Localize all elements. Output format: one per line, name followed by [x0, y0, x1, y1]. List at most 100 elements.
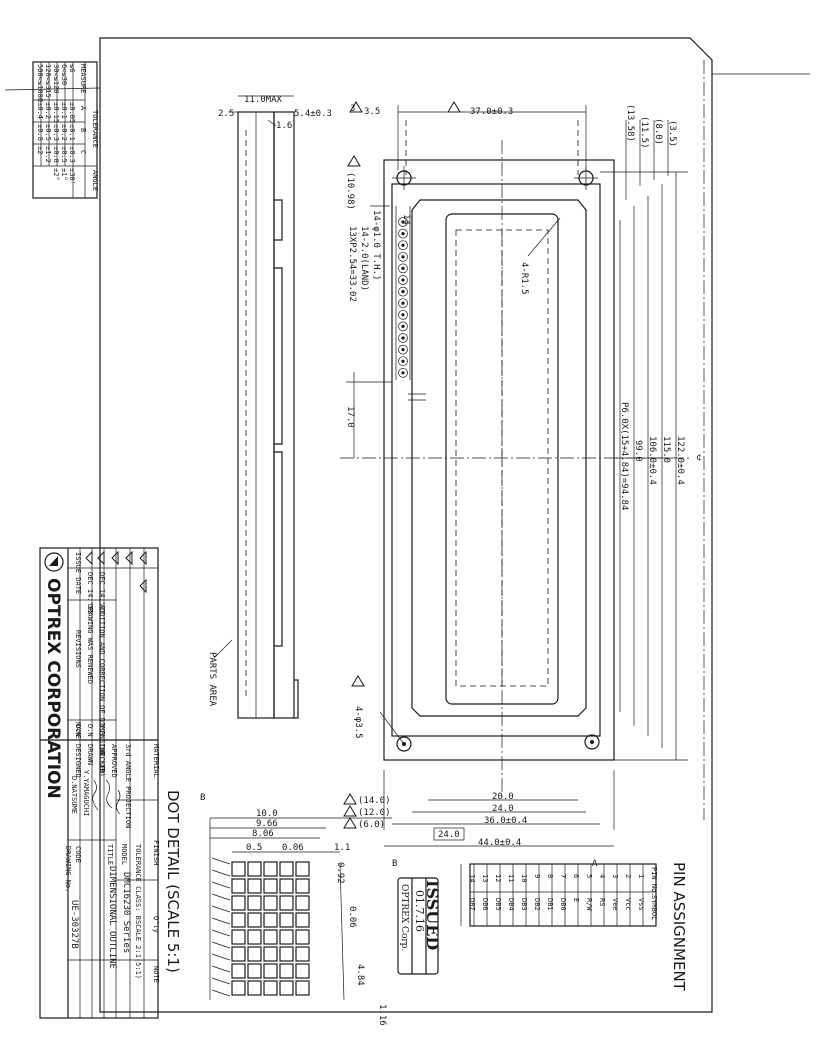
tol-c: ±1.2	[44, 146, 52, 163]
pin-symbol: DB7	[468, 898, 476, 911]
pin-number: 13	[481, 874, 489, 882]
pin-number: 2	[624, 874, 632, 878]
tol-a: ±0.4	[36, 102, 44, 119]
dot-cell	[247, 895, 262, 911]
tolerance-angle-label: ANGLE	[91, 170, 99, 191]
pin-land	[398, 263, 408, 274]
hole-dia-label: 14-φ1.0 T.H.)	[371, 210, 381, 280]
tol-c: ±0.5	[60, 146, 68, 163]
pin-symbol: DB1	[546, 898, 554, 911]
dot-leader	[211, 953, 231, 961]
dot-dim-8-06: 8.06	[252, 829, 274, 839]
projection-label: 3rd ANGLE PROJECTION	[124, 744, 132, 828]
drawing-no-label: DRAWING No.	[64, 846, 72, 892]
dot-cell	[231, 946, 246, 962]
pin-land	[398, 344, 408, 355]
dot-cell	[263, 946, 278, 962]
code-label: CODE	[74, 846, 82, 863]
pin-hole	[401, 255, 405, 259]
rev-2-desc: DRAWING WAS RENEWED	[86, 604, 94, 684]
tolerance-measure-header: MEASURE	[79, 64, 87, 94]
dot-cell	[231, 980, 246, 996]
tol-range: 120<≤315	[44, 64, 52, 98]
dot-cell	[263, 929, 278, 945]
tol-c: ±0.8	[52, 146, 60, 163]
pin-land	[398, 321, 408, 332]
dot-cell	[295, 878, 310, 894]
dim-8: (8.0)	[653, 118, 663, 145]
title-label: TITLE	[106, 844, 114, 865]
dot-detail: 10.0 9.66 8.06 0.5 0.06 1.1 B 0.92 0.06 …	[164, 790, 392, 1026]
dot-cell	[295, 895, 310, 911]
drawing-number: UE-30327B	[69, 900, 79, 949]
tol-range: 500<≤1000	[36, 64, 44, 102]
pin-hole	[401, 336, 405, 340]
finish-label: FINISH	[152, 840, 160, 865]
dim-5-4: 5.4±0.3	[294, 109, 332, 119]
tol-a: ±0.1	[60, 102, 68, 119]
tolerance-angle-values: ±1°	[60, 168, 68, 181]
rev-3-desc: ADDITION AND CORRECTION OF DIMENSION (XB…	[98, 604, 106, 777]
material-label: MATERIAL	[152, 744, 160, 778]
pin-no-header: PIN No.	[650, 867, 658, 897]
tol-c: ±0.3	[68, 146, 76, 163]
pin-symbol: RS	[598, 898, 606, 906]
issue-date-label: ISSUE DATE	[74, 552, 82, 594]
tol-a: ±0.15	[52, 102, 60, 123]
dim-106: 106.0±0.4	[647, 436, 657, 485]
stamp-date: 01.7.16	[413, 890, 426, 932]
pin-assignment: PIN ASSIGNMENT PIN No.SYMBOL1Vss2Vcc3Vee…	[460, 862, 688, 992]
pin-hole	[401, 301, 405, 305]
dot-cell	[247, 929, 262, 945]
sheet-border	[4, 37, 810, 1013]
pin-hole	[401, 243, 405, 247]
tol-b: ±0.5	[44, 124, 52, 141]
name-label: NAME	[74, 722, 82, 739]
pin-land	[398, 240, 408, 251]
tolerance-title: TOLERANCE	[91, 110, 99, 148]
dot-cell	[231, 912, 246, 928]
pin-symbol: R/W	[585, 898, 593, 911]
dot-cell	[279, 980, 294, 996]
rev-3-date: DEC 14.'92	[98, 572, 106, 614]
pin-hole	[401, 324, 405, 328]
dim-6: (6.0)	[358, 820, 385, 830]
dot-cell	[295, 980, 310, 996]
dim-pitch-94: P6.0X(15+4.84)=94.84	[619, 402, 629, 510]
pin-hole	[401, 278, 405, 282]
model-value: DMC16230 Series	[121, 872, 131, 953]
dot-cell	[295, 963, 310, 979]
dim-11-5: (11.5)	[639, 116, 649, 149]
pin-number: 14	[468, 874, 476, 882]
dot-leader	[211, 917, 231, 925]
pin-land	[398, 251, 408, 262]
dot-dim-4-84: 4.84	[355, 964, 365, 986]
pin-number: 3	[611, 874, 619, 878]
dot-leader	[211, 989, 231, 997]
dim-10-98: (10.98)	[345, 172, 355, 210]
tolerance-class: TOLERANCE CLASS: B	[134, 844, 142, 920]
bottom-dimensions: (14.0) (12.0) (6.0) 20.0 24.0 36.0±0.4 2…	[343, 770, 615, 869]
pin-hole	[401, 266, 405, 270]
pin-number: 12	[494, 874, 502, 882]
centre-mark: ¢	[696, 453, 701, 463]
pin-hole	[401, 359, 405, 363]
dot-cell	[279, 895, 294, 911]
pin-symbol: E	[572, 898, 580, 902]
dot-cell	[247, 980, 262, 996]
title-value: DIMENSIONAL OUTLINE	[107, 866, 117, 969]
dot-cell	[263, 980, 278, 996]
dot-cell	[231, 861, 246, 877]
dim-3-5: 3.5	[364, 107, 380, 117]
dot-leader	[211, 965, 231, 973]
dot-matrix-grid	[211, 857, 310, 997]
qty-label: Q'ty	[152, 916, 160, 933]
tolerance-angle-values: ±2°	[52, 168, 60, 181]
note-label: NOTE	[152, 966, 160, 983]
dot-cell	[231, 929, 246, 945]
dot-cell	[247, 912, 262, 928]
land-dia-label: 14-2.0(LAND)	[359, 226, 369, 291]
pin-assignment-title: PIN ASSIGNMENT	[670, 862, 688, 992]
